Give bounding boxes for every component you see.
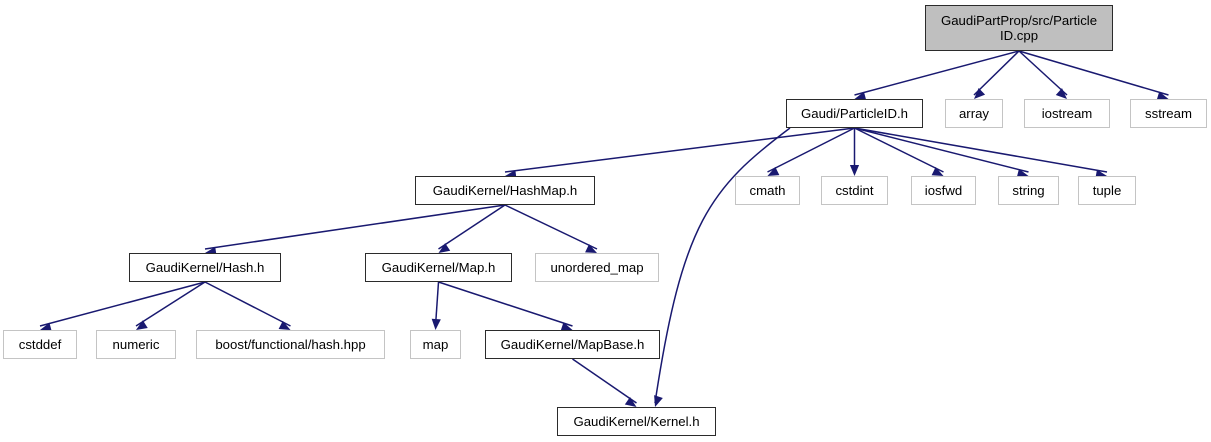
node-label: boost/functional/hash.hpp [215, 337, 366, 352]
edge-hashmap_h-to-map_h [438, 204, 506, 250]
edge-hash_h-to-cstddef [39, 281, 206, 327]
node-label: GaudiKernel/Map.h [381, 260, 496, 275]
edge-particleid_h-to-string [854, 127, 1029, 173]
node-tuple[interactable]: tuple [1078, 176, 1136, 205]
edge-hashmap_h-to-hash_h [204, 204, 506, 250]
node-kernel_h[interactable]: GaudiKernel/Kernel.h [557, 407, 716, 436]
edge-map_h-to-map-arrowhead [431, 318, 441, 330]
edge-root-to-iostream [1018, 50, 1068, 96]
edge-particleid_h-to-cmath [767, 127, 855, 173]
node-label: iosfwd [924, 183, 963, 198]
node-hashmap_h[interactable]: GaudiKernel/HashMap.h [415, 176, 595, 205]
node-label: cstddef [18, 337, 62, 352]
edge-particleid_h-to-iosfwd [854, 127, 944, 173]
node-map[interactable]: map [410, 330, 461, 359]
edge-hashmap_h-to-unordered_map-arrowhead [585, 244, 597, 253]
node-label: tuple [1092, 183, 1122, 198]
node-mapbase_h[interactable]: GaudiKernel/MapBase.h [485, 330, 660, 359]
edge-mapbase_h-to-kernel_h [572, 358, 637, 404]
node-array[interactable]: array [945, 99, 1003, 128]
node-label: map [422, 337, 449, 352]
node-label: iostream [1041, 106, 1093, 121]
edge-hash_h-to-numeric-arrowhead [136, 320, 148, 330]
edge-mapbase_h-to-kernel_h-arrowhead [624, 396, 637, 407]
node-cstdint[interactable]: cstdint [821, 176, 888, 205]
edge-particleid_h-to-iosfwd-arrowhead [931, 167, 944, 176]
node-boost_hash[interactable]: boost/functional/hash.hpp [196, 330, 385, 359]
node-iostream[interactable]: iostream [1024, 99, 1110, 128]
node-numeric[interactable]: numeric [96, 330, 176, 359]
edge-hashmap_h-to-unordered_map [504, 204, 598, 250]
edge-root-to-particleid_h [854, 50, 1020, 96]
node-label: GaudiPartProp/src/Particle ID.cpp [940, 13, 1098, 43]
node-label: numeric [112, 337, 160, 352]
node-particleid_h[interactable]: Gaudi/ParticleID.h [786, 99, 923, 128]
node-label: GaudiKernel/Hash.h [145, 260, 265, 275]
node-sstream[interactable]: sstream [1130, 99, 1207, 128]
node-label: GaudiKernel/MapBase.h [500, 337, 645, 352]
edge-particleid_h-to-kernel_h-arrowhead [654, 395, 663, 407]
edge-particleid_h-to-hashmap_h [504, 127, 855, 173]
node-label: GaudiKernel/Kernel.h [573, 414, 700, 429]
edge-particleid_h-to-tuple [854, 127, 1108, 173]
node-label: string [1012, 183, 1045, 198]
edge-hash_h-to-boost_hash-arrowhead [278, 320, 291, 330]
edge-map_h-to-mapbase_h [438, 281, 573, 327]
edge-root-to-sstream [1018, 50, 1169, 96]
edge-root-to-iostream-arrowhead [1055, 88, 1067, 99]
edge-hash_h-to-boost_hash [204, 281, 291, 327]
node-label: array [958, 106, 990, 121]
node-label: cmath [749, 183, 786, 198]
node-label: sstream [1145, 106, 1192, 121]
edge-root-to-array [973, 50, 1020, 96]
node-label: cstdint [835, 183, 874, 198]
node-unordered_map[interactable]: unordered_map [535, 253, 659, 282]
node-label: unordered_map [550, 260, 644, 275]
edge-hashmap_h-to-map_h-arrowhead [438, 243, 451, 253]
node-cmath[interactable]: cmath [735, 176, 800, 205]
edge-particleid_h-to-cmath-arrowhead [767, 166, 780, 176]
node-hash_h[interactable]: GaudiKernel/Hash.h [129, 253, 281, 282]
edge-map_h-to-map [434, 281, 440, 327]
edge-root-to-array-arrowhead [974, 88, 986, 99]
node-root[interactable]: GaudiPartProp/src/Particle ID.cpp [925, 5, 1113, 51]
edge-particleid_h-to-cstdint-arrowhead [849, 165, 860, 176]
node-cstddef[interactable]: cstddef [3, 330, 77, 359]
node-map_h[interactable]: GaudiKernel/Map.h [365, 253, 512, 282]
node-label: GaudiKernel/HashMap.h [432, 183, 578, 198]
node-string[interactable]: string [998, 176, 1059, 205]
edge-hash_h-to-numeric [135, 281, 206, 327]
node-iosfwd[interactable]: iosfwd [911, 176, 976, 205]
node-label: Gaudi/ParticleID.h [800, 106, 908, 121]
edge-particleid_h-to-kernel_h [654, 127, 791, 404]
